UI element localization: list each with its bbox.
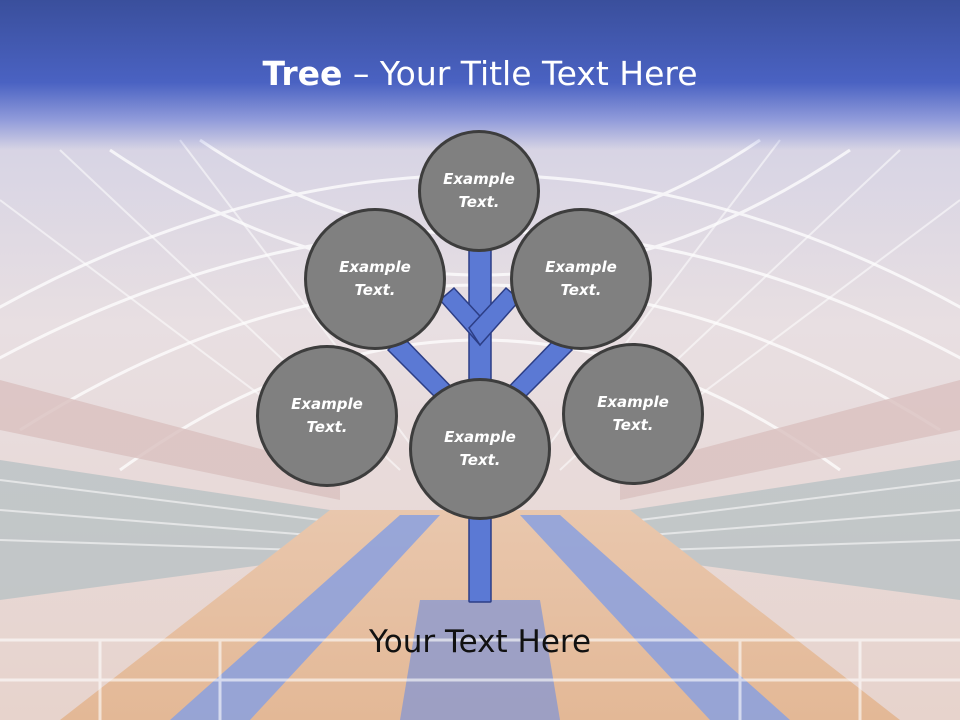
node-text: Example Text. <box>444 428 516 469</box>
title-band <box>0 0 960 150</box>
node-text: Example Text. <box>545 258 617 299</box>
tree-node-lower-right: Example Text. <box>562 343 704 485</box>
tree-node-upper-right: Example Text. <box>510 208 652 350</box>
node-text: Example Text. <box>339 258 411 299</box>
slide-caption: Your Text Here <box>368 624 592 660</box>
node-text: Example Text. <box>291 395 363 436</box>
title-bold: Tree <box>262 54 343 93</box>
title-dash: – <box>342 54 380 93</box>
node-text: Example Text. <box>443 170 515 211</box>
node-text: Example Text. <box>597 393 669 434</box>
tree-node-upper-left: Example Text. <box>304 208 446 350</box>
tree-node-lower-left: Example Text. <box>256 345 398 487</box>
tree-node-top: Example Text. <box>418 130 540 252</box>
title-rest: Your Title Text Here <box>379 54 698 93</box>
slide-title: Tree – Your Title Text Here <box>0 52 960 96</box>
tree-node-center: Example Text. <box>409 378 551 520</box>
